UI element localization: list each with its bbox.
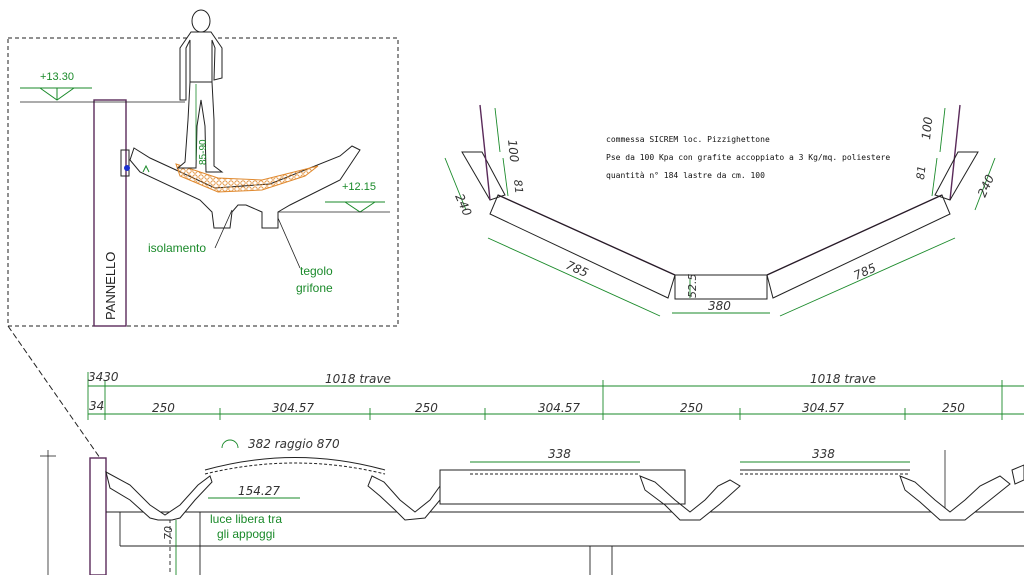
bottom-slab (674, 274, 768, 300)
dim-338-b: 338 (812, 447, 835, 461)
dim-right-height: 240 (975, 172, 997, 199)
free-span-label-1: luce libera tra (210, 512, 282, 526)
note-line-2: Pse da 100 Kpa con grafite accoppiato a … (606, 153, 890, 162)
note-line-3: quantità n° 184 lastre da cm. 100 (606, 171, 765, 180)
dim-70: 70 (162, 526, 175, 540)
detail-frame (7, 37, 399, 327)
tile-section (129, 145, 361, 229)
dim-3430: 3430 (88, 370, 119, 384)
dim-bottom-height: 52.5 (686, 274, 699, 299)
dim-right-inner: 81 (914, 165, 928, 180)
beam-label-1: 1018 trave (325, 372, 391, 386)
left-arm-block (461, 151, 506, 201)
insulation-section-view: 100 81 240 785 52.5 380 785 100 81 240 c… (444, 104, 997, 317)
dim-left-inner: 81 (511, 179, 525, 194)
dim-15427: 154.27 (238, 484, 280, 498)
elevation-mid-marker: +12.15 (270, 181, 390, 213)
label-tile-2: grifone (296, 281, 333, 295)
dim-34: 34 (89, 399, 104, 413)
dim-left-height: 240 (452, 192, 474, 219)
dim-250-d: 250 (942, 401, 965, 415)
dim-250-b: 250 (415, 401, 438, 415)
dim-left-slope: 785 (564, 258, 591, 280)
dim-bottom-width: 380 (708, 299, 731, 313)
range-dim: 85-90 (198, 139, 209, 165)
panel-label: PANNELLO (103, 252, 118, 320)
dim-338-a: 338 (548, 447, 571, 461)
label-insulation: isolamento (148, 241, 206, 255)
longitudinal-section: 3430 1018 trave 1018 trave 34 250 304.57… (40, 370, 1024, 575)
tile-profiles (105, 464, 1024, 521)
person-scale-figure-icon (176, 9, 224, 173)
dim-30457-b: 304.57 (538, 401, 580, 415)
plan-panel (89, 457, 107, 575)
detail-view: PANNELLO +13.30 +12.15 (7, 9, 399, 459)
elevation-top-marker: +13.30 (20, 71, 92, 101)
fixing-bracket-icon (120, 149, 150, 177)
beam-label-2: 1018 trave (810, 372, 876, 386)
panel-column (93, 99, 127, 327)
dim-right-side: 100 (919, 116, 935, 141)
dim-left-side: 100 (505, 139, 521, 164)
curved-panels (204, 457, 910, 475)
plan-green-dims (175, 439, 910, 575)
label-tile-1: tegolo (300, 264, 333, 278)
right-arm-block (934, 151, 979, 201)
note-line-1: commessa SICREM loc. Pizzighettone (606, 135, 770, 144)
dim-250-a: 250 (152, 401, 175, 415)
dim-30457-a: 304.57 (272, 401, 314, 415)
tile-leader (277, 217, 301, 269)
dimension-rows (87, 372, 1024, 420)
insulation-leader (214, 209, 233, 249)
section-dim-lines (444, 107, 996, 317)
left-slope-slab (489, 194, 676, 299)
arc-label: 382 raggio 870 (248, 437, 340, 451)
dim-30457-c: 304.57 (802, 401, 844, 415)
beam-lines (106, 511, 1024, 575)
detail-leader-line (7, 325, 101, 459)
dim-right-slope: 785 (852, 261, 879, 283)
elevation-top: +13.30 (40, 71, 74, 83)
dim-250-c: 250 (680, 401, 703, 415)
free-span-label-2: gli appoggi (217, 527, 275, 541)
right-slope-slab (766, 194, 951, 299)
elevation-mid: +12.15 (342, 181, 376, 193)
